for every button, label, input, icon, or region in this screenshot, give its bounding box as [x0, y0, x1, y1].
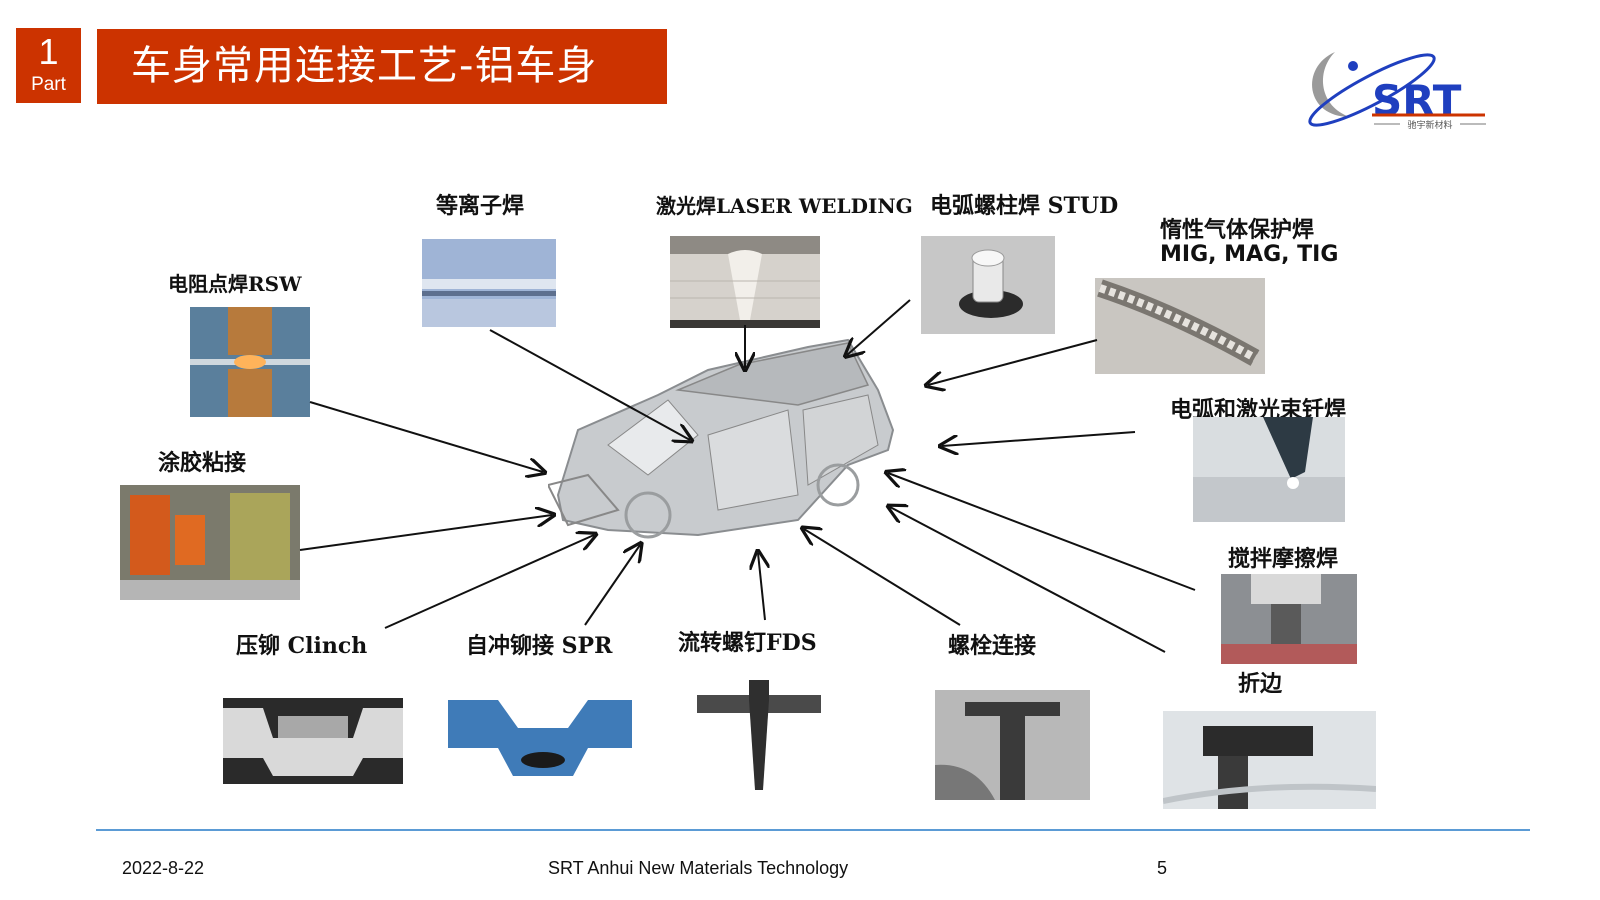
logo-tagline: 驰宇新材料 [1407, 119, 1452, 131]
label-fds: 流转螺钉FDS [678, 630, 817, 656]
photo-bolt [935, 690, 1090, 800]
label-gas-shield-cn: 惰性气体保护焊 [1160, 217, 1315, 243]
label-plasma: 等离子焊 [436, 193, 525, 219]
footer-company: SRT Anhui New Materials Technology [548, 858, 849, 878]
label-adhesive: 涂胶粘接 [158, 450, 247, 476]
photo-laser [670, 236, 820, 328]
photo-gas-shield [1095, 278, 1265, 374]
part-badge: 1 Part [16, 28, 81, 103]
label-fsw: 搅拌摩擦焊 [1228, 546, 1339, 572]
photo-fds [697, 680, 821, 798]
photo-arc-laser-braze [1193, 417, 1345, 522]
part-word: Part [31, 74, 66, 95]
label-gas-shield-en: MIG, MAG, TIG [1160, 242, 1339, 267]
photo-rsw [190, 307, 310, 417]
label-clinch: 压铆 Clinch [236, 633, 368, 659]
label-rsw: 电阻点焊RSW [168, 272, 302, 296]
photo-spr [448, 688, 632, 783]
photo-fsw [1221, 574, 1357, 664]
slide-title: 车身常用连接工艺-铝车身 [97, 29, 667, 104]
photo-plasma [422, 239, 556, 327]
label-laser: 激光焊LASER WELDING [656, 194, 913, 218]
car-body-illustration [546, 335, 938, 545]
photo-stud [921, 236, 1055, 334]
photo-adhesive [120, 485, 300, 600]
label-hemming: 折边 [1238, 671, 1283, 697]
label-stud: 电弧螺柱焊 STUD [930, 193, 1119, 219]
part-number: 1 [38, 31, 59, 72]
footer-page-number: 5 [1157, 858, 1168, 878]
footer-rule [96, 829, 1530, 831]
label-spr: 自冲铆接 SPR [466, 633, 613, 659]
label-bolt: 螺栓连接 [948, 633, 1037, 659]
photo-hemming [1163, 711, 1376, 809]
srt-logo: SRT 驰宇新材料 [1300, 42, 1545, 137]
photo-clinch [223, 698, 403, 784]
logo-brand: SRT [1372, 76, 1462, 125]
footer-date: 2022-8-22 [122, 858, 205, 878]
